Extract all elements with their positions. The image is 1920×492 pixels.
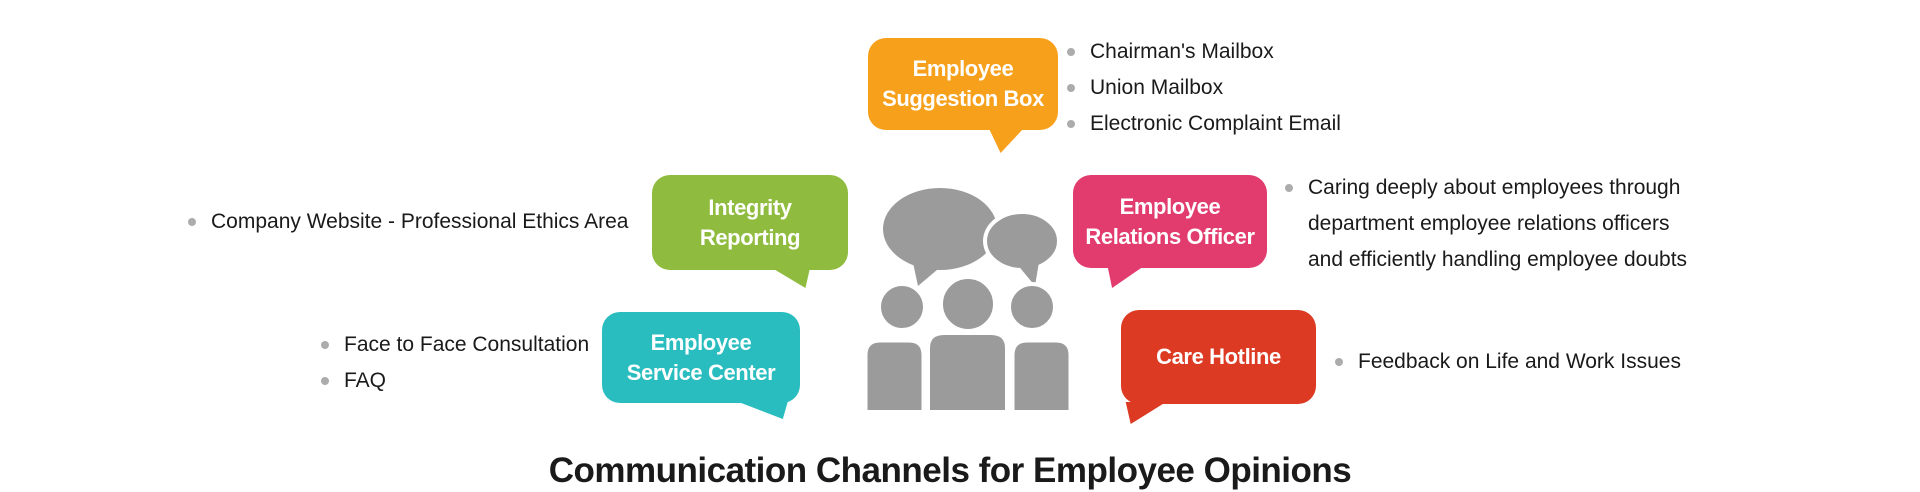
list-item: and efficiently handling employee doubts (1285, 242, 1687, 278)
list-item-text: department employee relations officers (1308, 212, 1670, 235)
list-item: Company Website - Professional Ethics Ar… (188, 204, 628, 240)
list-item-text: Electronic Complaint Email (1090, 112, 1341, 135)
person-left-body-icon (864, 339, 925, 410)
list-item: department employee relations officers (1285, 206, 1687, 242)
person-center-body-icon (926, 331, 1009, 410)
bubble-integrity-reporting-tail (772, 268, 810, 288)
employee-service-center-items: Face to Face Consultation FAQ (321, 327, 589, 399)
person-right-head-icon (1007, 282, 1057, 332)
list-item: Feedback on Life and Work Issues (1335, 344, 1681, 380)
bubble-label-line: Service Center (626, 359, 776, 385)
list-item-text: and efficiently handling employee doubts (1308, 248, 1688, 271)
speech-bubble-small-tail-icon (1012, 256, 1040, 286)
bubble-employee-suggestion-box: Employee Suggestion Box (868, 38, 1058, 130)
bubble-label-line: Employee (912, 56, 1014, 81)
bubble-integrity-reporting: Integrity Reporting (652, 175, 848, 270)
care-hotline-items: Feedback on Life and Work Issues (1335, 344, 1681, 380)
list-item-text: Company Website - Professional Ethics Ar… (211, 210, 629, 233)
bubble-label-line: Reporting (699, 224, 801, 250)
bubble-label-line: Integrity (708, 194, 792, 220)
speech-bubble-large-icon (883, 188, 997, 270)
person-left-head-icon (877, 282, 927, 332)
bubble-label-line: Suggestion Box (882, 86, 1044, 111)
person-center-head-icon (939, 275, 997, 333)
bubble-label-line: Employee (1119, 193, 1221, 219)
list-item: Face to Face Consultation (321, 327, 589, 363)
bullet-dot-icon (1067, 120, 1075, 128)
list-item-text: Face to Face Consultation (344, 333, 590, 356)
integrity-reporting-items: Company Website - Professional Ethics Ar… (188, 204, 628, 240)
bubble-care-hotline: Care Hotline (1121, 310, 1316, 404)
bubble-label-line: Relations Officer (1085, 223, 1255, 249)
bullet-dot-icon (321, 377, 329, 385)
bullet-dot-icon (1335, 358, 1343, 366)
bubble-label-line: Employee (650, 329, 752, 355)
list-item: Chairman's Mailbox (1067, 34, 1341, 70)
employee-relations-officer-items: Caring deeply about employees through de… (1285, 170, 1687, 278)
bullet-dot-icon (1067, 84, 1075, 92)
list-item-text: Chairman's Mailbox (1090, 40, 1274, 63)
list-item-text: Feedback on Life and Work Issues (1358, 350, 1681, 373)
bubble-care-hotline-tail (1125, 402, 1166, 424)
bubble-employee-relations-officer-tail (1107, 266, 1144, 288)
bullet-dot-icon (1067, 48, 1075, 56)
bubble-label-line: Care Hotline (1156, 344, 1281, 369)
bubble-employee-service-center: Employee Service Center (602, 312, 800, 403)
list-item: Union Mailbox (1067, 70, 1341, 106)
list-item-text: Union Mailbox (1090, 76, 1224, 99)
list-item-text: Caring deeply about employees through (1308, 176, 1681, 199)
bullet-dot-icon (321, 341, 329, 349)
person-right-body-icon (1011, 339, 1072, 410)
bubble-employee-relations-officer: Employee Relations Officer (1073, 175, 1267, 268)
list-item: Caring deeply about employees through (1285, 170, 1687, 206)
page-title: Communication Channels for Employee Opin… (548, 451, 1352, 490)
list-item: Electronic Complaint Email (1067, 106, 1341, 142)
bullet-dot-icon (188, 218, 196, 226)
people-discussion-graphic (864, 188, 1072, 410)
employee-suggestion-box-items: Chairman's Mailbox Union Mailbox Electro… (1067, 34, 1341, 142)
bubble-employee-suggestion-box-tail (988, 128, 1024, 153)
list-item: FAQ (321, 363, 589, 399)
bullet-dot-icon (1285, 184, 1293, 192)
speech-bubble-large-tail-icon (912, 258, 944, 286)
list-item-text: FAQ (344, 369, 387, 392)
bubble-employee-service-center-tail (736, 401, 788, 419)
